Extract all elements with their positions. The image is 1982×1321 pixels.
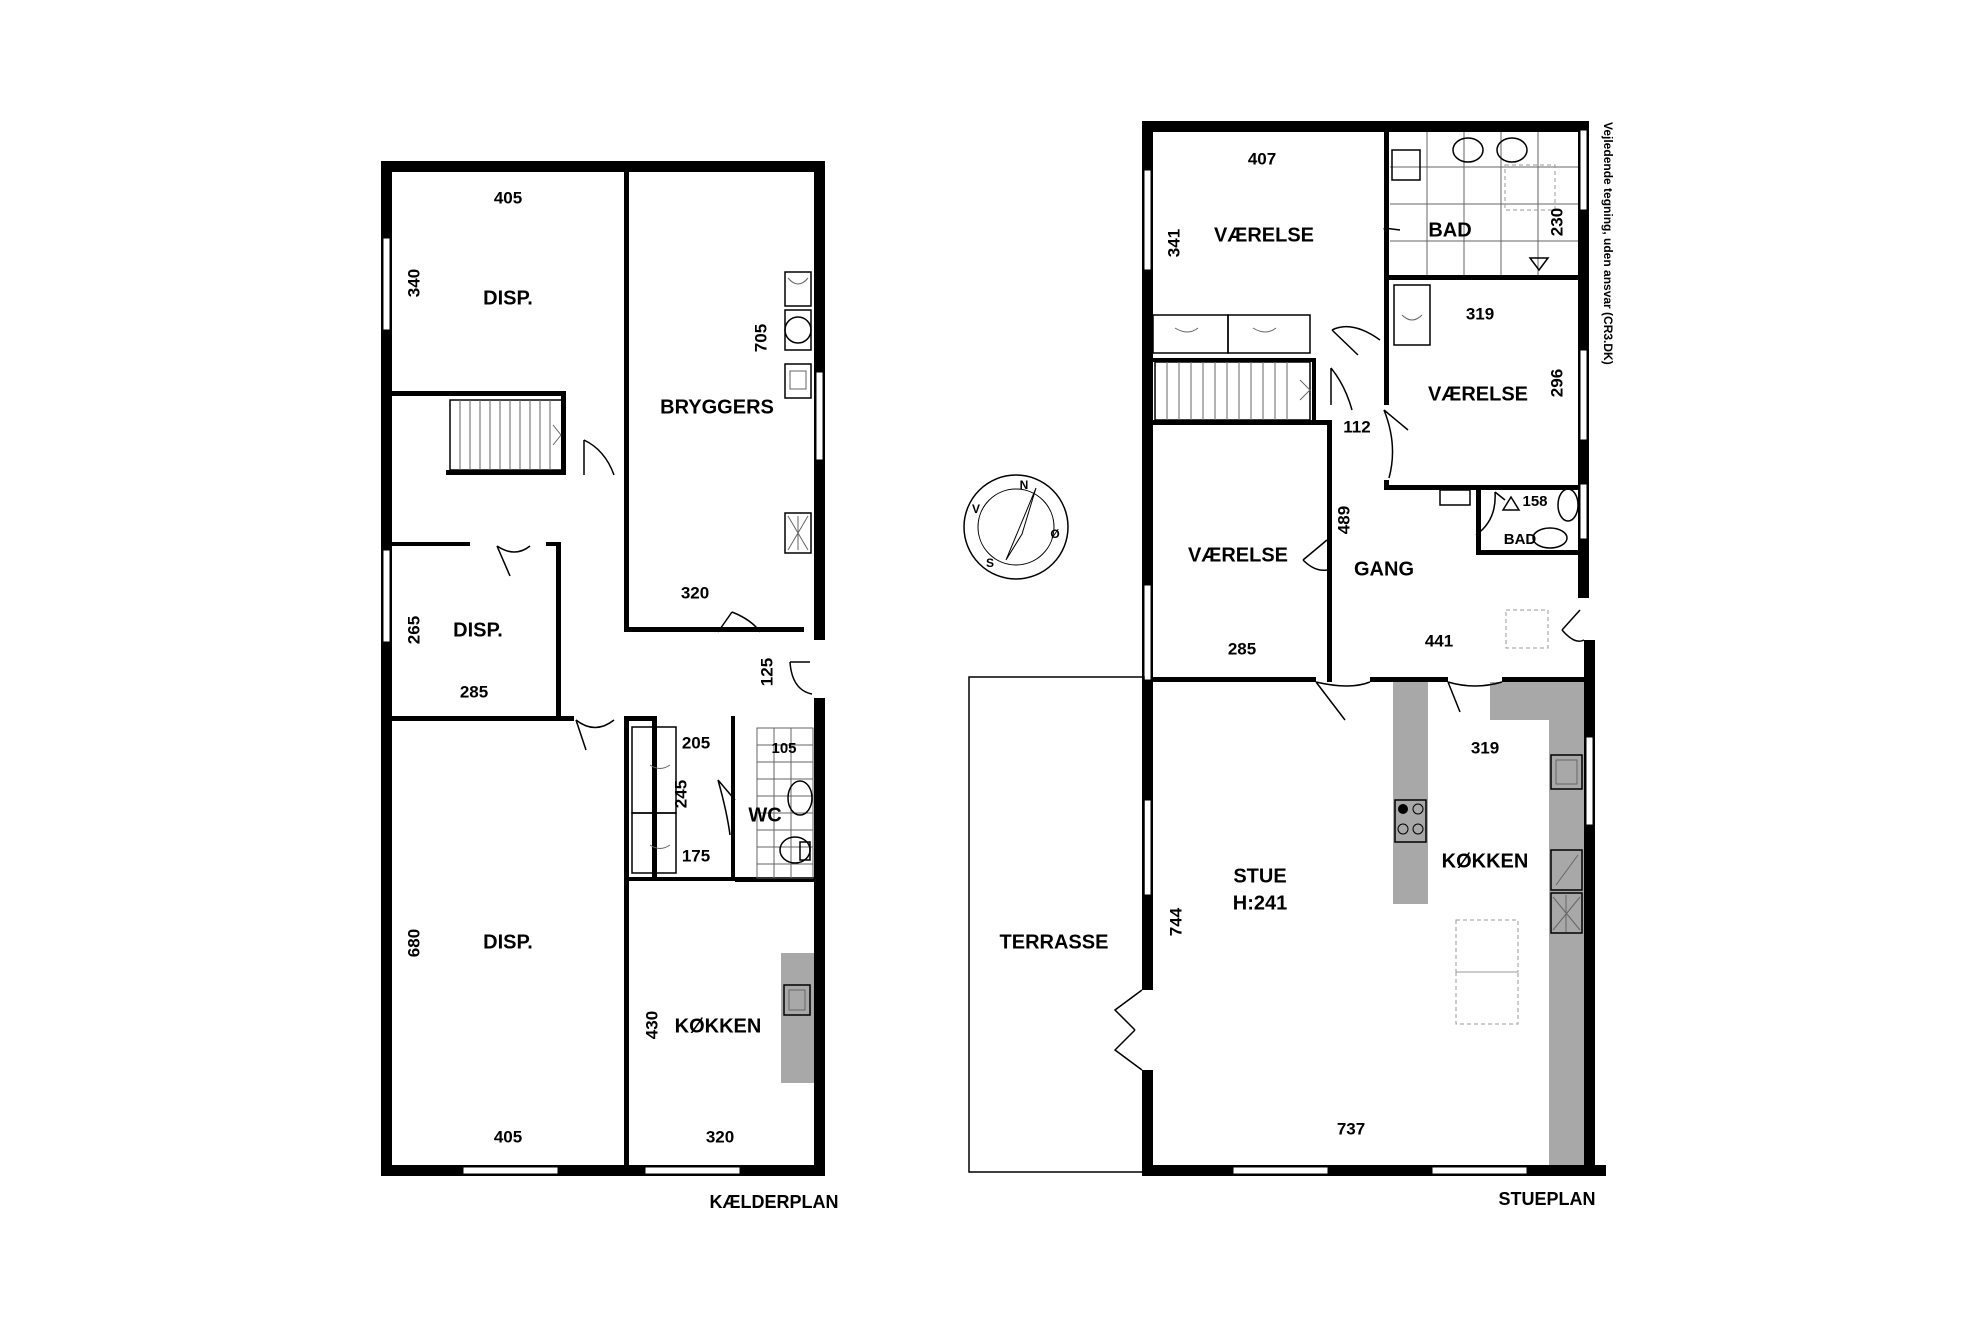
door-swing [1447,681,1503,713]
dimension-label: 296 [1547,369,1566,397]
door-swing [1475,491,1506,536]
basement-kitchen-counter [781,953,814,1083]
dimension-label: 737 [1337,1119,1365,1138]
dimension-label: 405 [494,188,522,207]
dimension-label: 105 [771,740,796,757]
basement-plan-title: KÆLDERPLAN [710,1192,839,1212]
room-label: KØKKEN [675,1015,762,1037]
door-swing [1315,681,1371,721]
door-swing [717,779,736,836]
bryggers-fixtures [784,271,812,554]
door-swing [1330,367,1353,411]
compass-west: V [972,502,980,516]
room-label: DISP. [483,931,533,953]
sink [1393,284,1431,346]
door-swing [1383,227,1401,273]
small-bathroom-fixtures [1439,488,1579,549]
door-swing [1331,325,1381,356]
cabinet [1505,609,1549,649]
dimension-label: 320 [681,583,709,602]
dimension-label: 230 [1547,208,1566,236]
basement-bath-fixtures [631,726,814,879]
dimension-label: 265 [404,616,423,644]
kitchen-island [1393,682,1428,904]
room-label: VÆRELSE [1214,224,1314,246]
kitchen-counter [1490,682,1584,1165]
door-swing [1561,609,1585,642]
ground-floor-stairs [1154,361,1311,421]
room-height-label: H:241 [1233,892,1287,914]
dimension-label: 405 [494,1127,522,1146]
dimension-label: 158 [1522,493,1547,510]
dimension-label: 489 [1334,506,1353,534]
room-label: TERRASSE [1000,931,1109,953]
ground-floor-plan-title: STUEPLAN [1498,1189,1595,1209]
room-label: BRYGGERS [660,396,774,418]
compass-south: S [986,556,994,570]
room-label: STUE [1233,865,1286,887]
dimension-label: 285 [1228,639,1256,658]
room-label: VÆRELSE [1188,544,1288,566]
basement-plan: DISP. 405 340 BRYGGERS 320 705 DISP. 285… [381,161,839,1212]
door-swing [1302,539,1328,572]
dimension-label: 319 [1466,304,1494,323]
ground-floor-plan: VÆRELSE 407 341 BAD 230 VÆRELSE 319 296 … [968,121,1615,1209]
dimension-label: 340 [404,269,423,297]
room-label: WC [748,804,781,826]
dimension-label: 430 [642,1011,661,1039]
dining-table [1455,919,1519,973]
door-swing [1383,409,1409,479]
door-swing [575,719,615,751]
dimension-label: 205 [682,733,710,752]
room-label: BAD [1504,531,1537,548]
door-swing [717,611,761,633]
dimension-label: 705 [751,324,770,352]
compass-east: Ø [1050,527,1059,541]
dimension-label: 175 [682,846,710,865]
compass-north: N [1020,478,1029,492]
dimension-label: 441 [1425,631,1453,650]
wardrobe [1152,314,1311,354]
room-label: KØKKEN [1442,850,1529,872]
door-swing [496,545,531,577]
dimension-label: 320 [706,1127,734,1146]
room-label: GANG [1354,558,1414,580]
basement-stairs [449,399,563,471]
dimension-label: 319 [1471,738,1499,757]
room-label: DISP. [453,619,503,641]
dimension-label: 744 [1166,907,1185,936]
dimension-label: 125 [757,658,776,686]
room-label: VÆRELSE [1428,383,1528,405]
dimension-label: 245 [671,780,690,808]
dining-table [1455,971,1519,1025]
disclaimer-text: Vejledende tegning, uden ansvar (CR3.DK) [1601,122,1615,365]
dimension-label: 680 [404,929,423,957]
dimension-label: 285 [460,682,488,701]
door-swing [583,439,615,476]
room-label: DISP. [483,287,533,309]
dimension-label: 112 [1343,417,1370,436]
door-swing [789,661,813,695]
room-label: BAD [1428,219,1471,241]
bathroom-tiles [1390,132,1578,275]
dimension-label: 341 [1164,229,1183,257]
compass-rose: N Ø S V [963,474,1069,580]
dimension-label: 407 [1248,149,1276,168]
